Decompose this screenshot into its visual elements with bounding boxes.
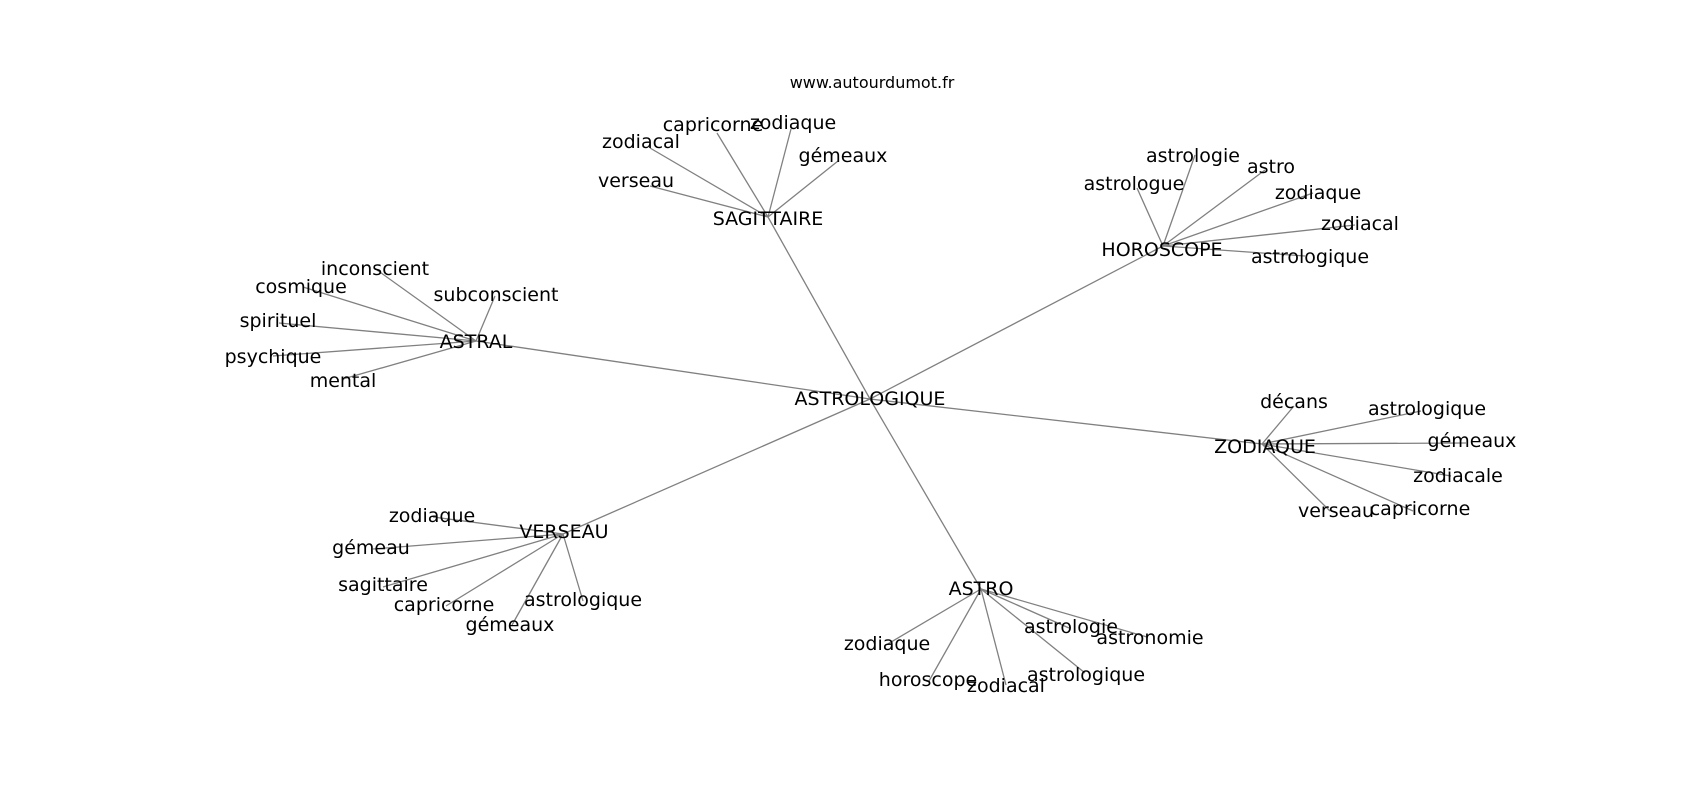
edge-sagittaire-zodiaque [767,128,792,218]
leaf-node-horoscope-astrologique[interactable]: astrologique [1251,246,1369,268]
edge-zodiaque-astrologique [1261,410,1422,445]
leaf-node-verseau-sagittaire[interactable]: sagittaire [338,574,428,596]
edge-root-astro [869,398,982,590]
edge-verseau-astrologique [562,533,584,602]
leaf-node-verseau-zodiaque[interactable]: zodiaque [389,505,475,527]
leaf-node-zodiaque-decans[interactable]: décans [1260,391,1328,413]
edge-zodiaque-decans [1261,405,1295,445]
leaf-node-astral-mental[interactable]: mental [310,370,377,392]
edge-root-sagittaire [767,216,871,400]
leaf-node-zodiaque-zodiacale[interactable]: zodiacale [1413,465,1503,487]
edge-verseau-sagittaire [382,533,564,588]
leaf-node-horoscope-astro[interactable]: astro [1247,156,1295,178]
leaf-node-astro-astronomie[interactable]: astronomie [1096,627,1203,649]
hub-node-astral[interactable]: ASTRAL [440,331,513,353]
edge-zodiaque-gemeaux [1261,442,1467,445]
edge-verseau-capricorne [445,533,564,607]
leaf-node-zodiaque-astrologique[interactable]: astrologique [1368,398,1486,420]
edge-astro-astronomie [980,588,1148,638]
edge-verseau-zodiaque [432,516,564,535]
edge-astral-cosmique [302,286,477,342]
edge-root-horoscope [869,245,1164,400]
edge-astral-mental [342,340,477,380]
leaf-node-astro-astrologie[interactable]: astrologie [1024,616,1118,638]
leaf-node-astral-cosmique[interactable]: cosmique [255,276,347,298]
edge-sagittaire-verseau [649,185,769,218]
hub-node-sagittaire[interactable]: SAGITTAIRE [713,208,824,230]
edge-root-verseau [562,398,871,535]
edge-zodiaque-verseau [1261,443,1331,512]
edges-layer [272,128,1467,686]
leaf-node-sagittaire-gemeaux[interactable]: gémeaux [799,145,888,167]
leaf-node-sagittaire-zodiacal[interactable]: zodiacal [602,131,680,153]
edge-astral-subconscient [475,295,496,342]
edge-horoscope-zodiaque [1162,192,1314,247]
hub-node-horoscope[interactable]: HOROSCOPE [1101,239,1222,261]
edge-horoscope-astrologue [1136,187,1164,247]
edge-verseau-gemeau [372,533,564,550]
edge-astro-zodiacal [980,588,1007,686]
edge-astral-spirituel [278,322,477,342]
leaf-node-astral-psychique[interactable]: psychique [225,346,322,368]
edge-astro-astrologique [980,588,1086,674]
edge-astral-psychique [272,340,477,357]
leaf-node-sagittaire-verseau[interactable]: verseau [598,170,674,192]
leaf-node-horoscope-zodiaque[interactable]: zodiaque [1275,182,1361,204]
edge-astro-astrologie [980,588,1070,629]
edge-astro-horoscope [928,588,982,682]
leaf-node-astro-zodiacal[interactable]: zodiacal [967,675,1045,697]
leaf-node-zodiaque-verseau[interactable]: verseau [1298,500,1374,522]
leaf-node-horoscope-zodiacal[interactable]: zodiacal [1321,213,1399,235]
leaf-node-sagittaire-capricorne[interactable]: capricorne [663,114,764,136]
edge-horoscope-astrologique [1162,245,1306,257]
edge-astral-inconscient [376,269,477,342]
leaf-node-astral-spirituel[interactable]: spirituel [240,310,317,332]
hub-node-verseau[interactable]: VERSEAU [519,521,608,543]
leaf-node-astro-horoscope[interactable]: horoscope [879,669,977,691]
edge-sagittaire-capricorne [716,132,769,218]
edge-astro-zodiaque [885,588,982,646]
edge-sagittaire-zodiacal [649,147,769,218]
edge-root-zodiaque [869,398,1263,445]
hub-node-astro[interactable]: ASTRO [949,578,1014,600]
edge-zodiaque-capricorne [1261,443,1414,512]
leaf-node-horoscope-astrologue[interactable]: astrologue [1084,173,1185,195]
edge-horoscope-astrologie [1162,154,1196,247]
labels-layer: ASTROLOGIQUESAGITTAIREverseauzodiacalcap… [225,112,1517,697]
leaf-node-verseau-gemeau[interactable]: gémeau [332,537,410,559]
leaf-node-horoscope-astrologie[interactable]: astrologie [1146,145,1240,167]
leaf-node-astro-zodiaque[interactable]: zodiaque [844,633,930,655]
leaf-node-astral-subconscient[interactable]: subconscient [434,284,559,306]
leaf-node-verseau-astrologique[interactable]: astrologique [524,589,642,611]
leaf-node-verseau-gemeaux[interactable]: gémeaux [466,614,555,636]
leaf-node-astral-inconscient[interactable]: inconscient [321,258,429,280]
leaf-node-zodiaque-capricorne[interactable]: capricorne [1370,498,1471,520]
leaf-node-sagittaire-zodiaque[interactable]: zodiaque [750,112,836,134]
leaf-node-verseau-capricorne[interactable]: capricorne [394,594,495,616]
source-url: www.autourdumot.fr [790,73,955,92]
hub-node-zodiaque[interactable]: ZODIAQUE [1214,436,1316,458]
edge-sagittaire-gemeaux [767,160,839,218]
leaf-node-astro-astrologique[interactable]: astrologique [1027,664,1145,686]
root-node-astrologique[interactable]: ASTROLOGIQUE [795,388,946,410]
leaf-node-zodiaque-gemeaux[interactable]: gémeaux [1428,430,1517,452]
edge-root-astral [475,340,871,400]
edge-horoscope-astro [1162,169,1266,247]
edge-horoscope-zodiacal [1162,224,1356,247]
edge-verseau-gemeaux [511,533,564,626]
edge-zodiaque-zodiacale [1261,443,1452,477]
